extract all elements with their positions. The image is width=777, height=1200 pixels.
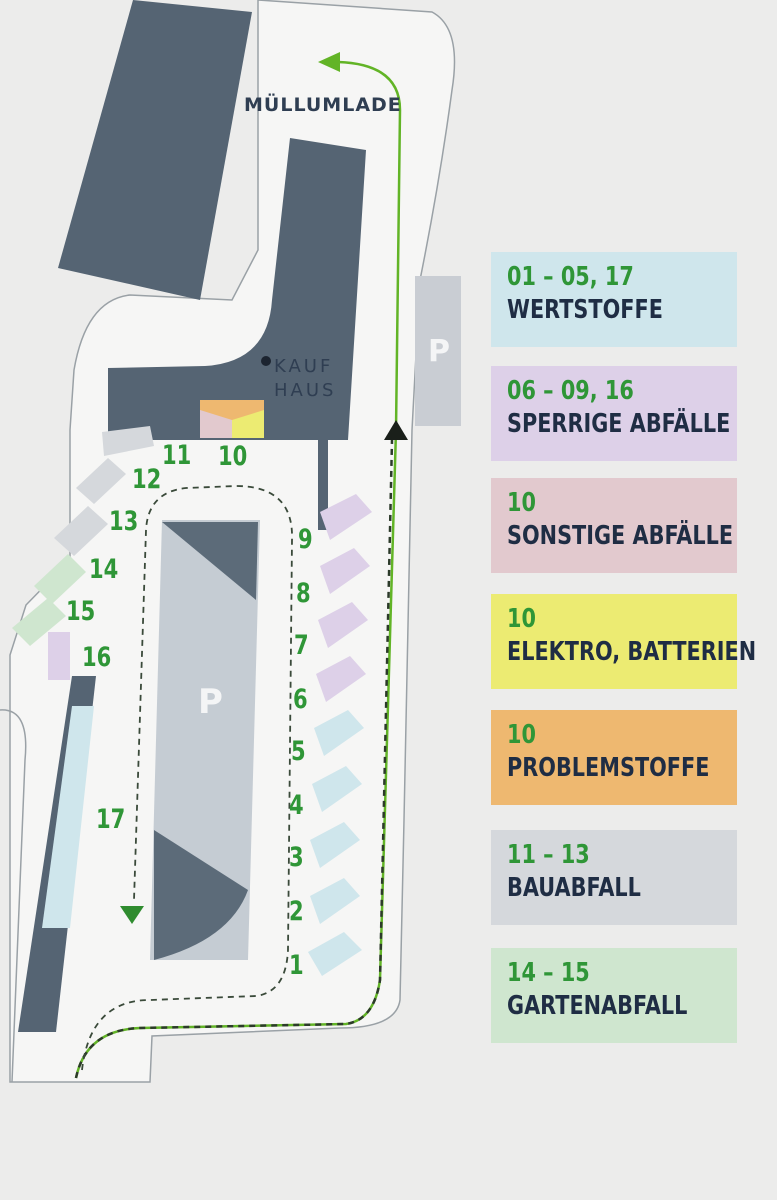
legend-title: WERTSTOFFE (507, 295, 663, 326)
station-number-2: 2 (289, 896, 304, 927)
station-number-8: 8 (296, 578, 311, 609)
legend-item-sperrige-abfaelle: 06 – 09, 16 SPERRIGE ABFÄLLE (491, 366, 737, 461)
container-8 (320, 548, 370, 594)
legend-range: 14 – 15 (507, 958, 590, 988)
legend-title: SONSTIGE ABFÄLLE (507, 521, 734, 552)
building-kaufhaus (108, 138, 366, 530)
parking-label-main: P (198, 682, 223, 722)
station-number-9: 9 (298, 524, 313, 555)
container-7 (318, 602, 368, 648)
station-number-4: 4 (289, 790, 304, 821)
legend-title: SPERRIGE ABFÄLLE (507, 409, 731, 440)
container-1 (308, 932, 362, 976)
legend-item-problemstoffe: 10 PROBLEMSTOFFE (491, 710, 737, 805)
exit-route-arrowhead-down (120, 906, 144, 924)
legend-item-sonstige-abfaelle: 10 SONSTIGE ABFÄLLE (491, 478, 737, 573)
container-17 (42, 706, 94, 928)
left-road-edge (0, 709, 27, 1083)
muellumlade-label: MÜLLUMLADE (244, 94, 402, 116)
station-number-6: 6 (293, 684, 308, 715)
container-4 (312, 766, 362, 812)
legend-range: 06 – 09, 16 (507, 376, 634, 406)
station-number-10: 10 (218, 441, 248, 472)
container-13 (54, 506, 108, 556)
legend: 01 – 05, 17 WERTSTOFFE 06 – 09, 16 SPERR… (491, 0, 757, 1200)
container-10-problem (200, 400, 264, 420)
legend-range: 10 (507, 488, 536, 518)
container-9 (320, 494, 372, 540)
exit-route-main (74, 439, 394, 1079)
entry-route-arrowhead (318, 52, 340, 72)
kaufhaus-label-line1: KAUF (274, 356, 334, 377)
station-number-17: 17 (96, 804, 126, 835)
kaufhaus-entrance-dot (261, 356, 271, 366)
legend-range: 10 (507, 720, 536, 750)
container-2 (310, 878, 360, 924)
container-11 (102, 426, 154, 456)
container-16 (48, 632, 70, 680)
legend-range: 11 – 13 (507, 840, 590, 870)
exit-route-loop (81, 485, 293, 1071)
station-number-7: 7 (294, 630, 309, 661)
container-6 (316, 656, 366, 702)
legend-title: PROBLEMSTOFFE (507, 753, 710, 784)
station-number-5: 5 (291, 736, 306, 767)
legend-item-elektro-batterien: 10 ELEKTRO, BATTERIEN (491, 594, 757, 689)
station-number-3: 3 (289, 842, 304, 873)
legend-item-wertstoffe: 01 – 05, 17 WERTSTOFFE (491, 252, 737, 347)
exit-route-arrowhead-up (384, 420, 408, 440)
side-parking-area (415, 276, 461, 426)
legend-title: GARTENABFALL (507, 991, 688, 1022)
parking-label-side: P (428, 334, 450, 369)
container-3 (310, 822, 360, 868)
station-number-11: 11 (162, 440, 192, 471)
legend-range: 01 – 05, 17 (507, 262, 634, 292)
station-number-1: 1 (289, 950, 304, 981)
container-5 (314, 710, 364, 756)
station-number-13: 13 (109, 506, 139, 537)
parking-shade-top (162, 522, 258, 600)
legend-range: 10 (507, 604, 536, 634)
container-14 (34, 554, 86, 604)
station-number-14: 14 (89, 554, 119, 585)
station-number-12: 12 (132, 464, 162, 495)
kaufhaus-label-line2: HAUS (274, 380, 337, 401)
container-12 (76, 458, 126, 504)
building-north (58, 0, 252, 300)
parking-shade-bottom (154, 830, 248, 960)
container-15 (12, 598, 66, 646)
legend-title: ELEKTRO, BATTERIEN (507, 637, 757, 668)
legend-title: BAUABFALL (507, 873, 641, 904)
station-number-16: 16 (82, 642, 112, 673)
legend-item-gartenabfall: 14 – 15 GARTENABFALL (491, 948, 737, 1043)
station-number-15: 15 (66, 596, 96, 627)
legend-item-bauabfall: 11 – 13 BAUABFALL (491, 830, 737, 925)
